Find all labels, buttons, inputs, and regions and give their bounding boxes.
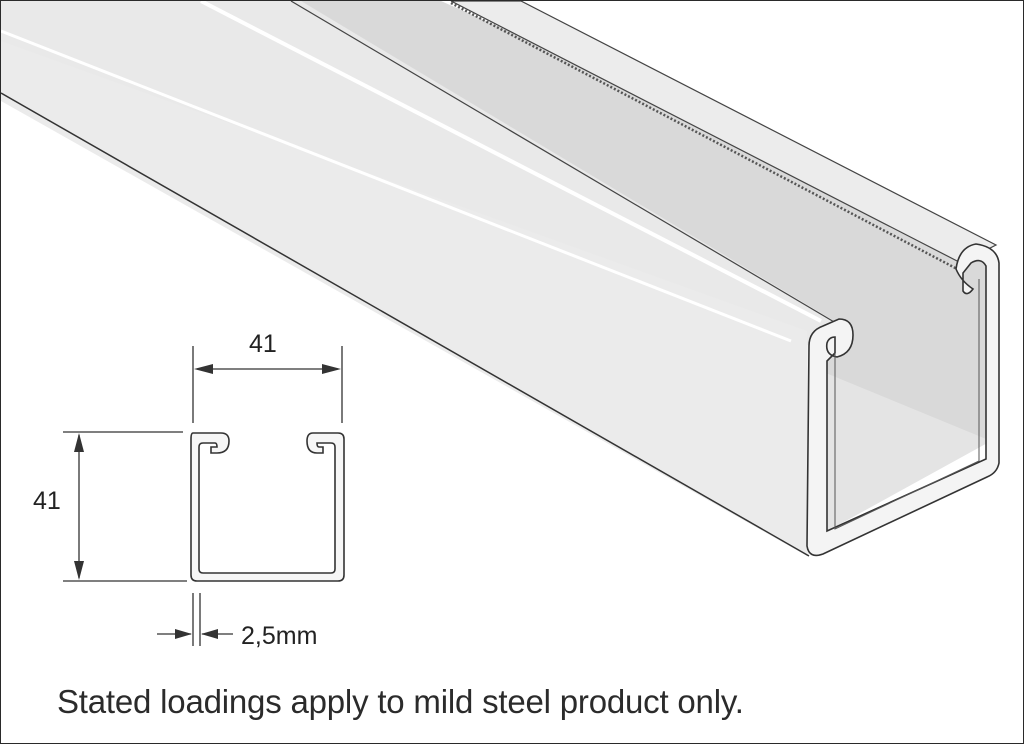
- dim-height-arrow-top: [74, 433, 84, 452]
- channel-right-lip: [450, 1, 998, 264]
- channel-3d-view: [1, 1, 1000, 557]
- edge-top: [290, 1, 847, 330]
- serrated-edge: [450, 1, 962, 273]
- channel-end-inner: [834, 279, 980, 530]
- channel-inner-floor: [813, 371, 991, 539]
- channel-top-face: [1, 1, 851, 346]
- channel-side-face-main: [1, 41, 807, 556]
- dimension-thickness-label: 2,5mm: [241, 622, 318, 650]
- figure-caption: Stated loadings apply to mild steel prod…: [57, 683, 744, 720]
- section-drawing: [63, 346, 345, 646]
- edge-highlight: [200, 1, 822, 323]
- channel-end-profile: [806, 243, 1000, 557]
- edge-bottom: [1, 92, 810, 557]
- edge-highlight-2: [1, 29, 792, 343]
- dim-thick-arrow-left: [175, 629, 192, 639]
- dimension-width-label: 41: [249, 330, 277, 358]
- dim-height-arrow-bottom: [74, 561, 84, 580]
- dimension-height-label: 41: [33, 487, 61, 515]
- dim-thick-arrow-right: [201, 629, 218, 639]
- section-outer: [190, 432, 345, 582]
- dim-width-arrow-left: [194, 364, 213, 374]
- dim-width-arrow-right: [322, 364, 341, 374]
